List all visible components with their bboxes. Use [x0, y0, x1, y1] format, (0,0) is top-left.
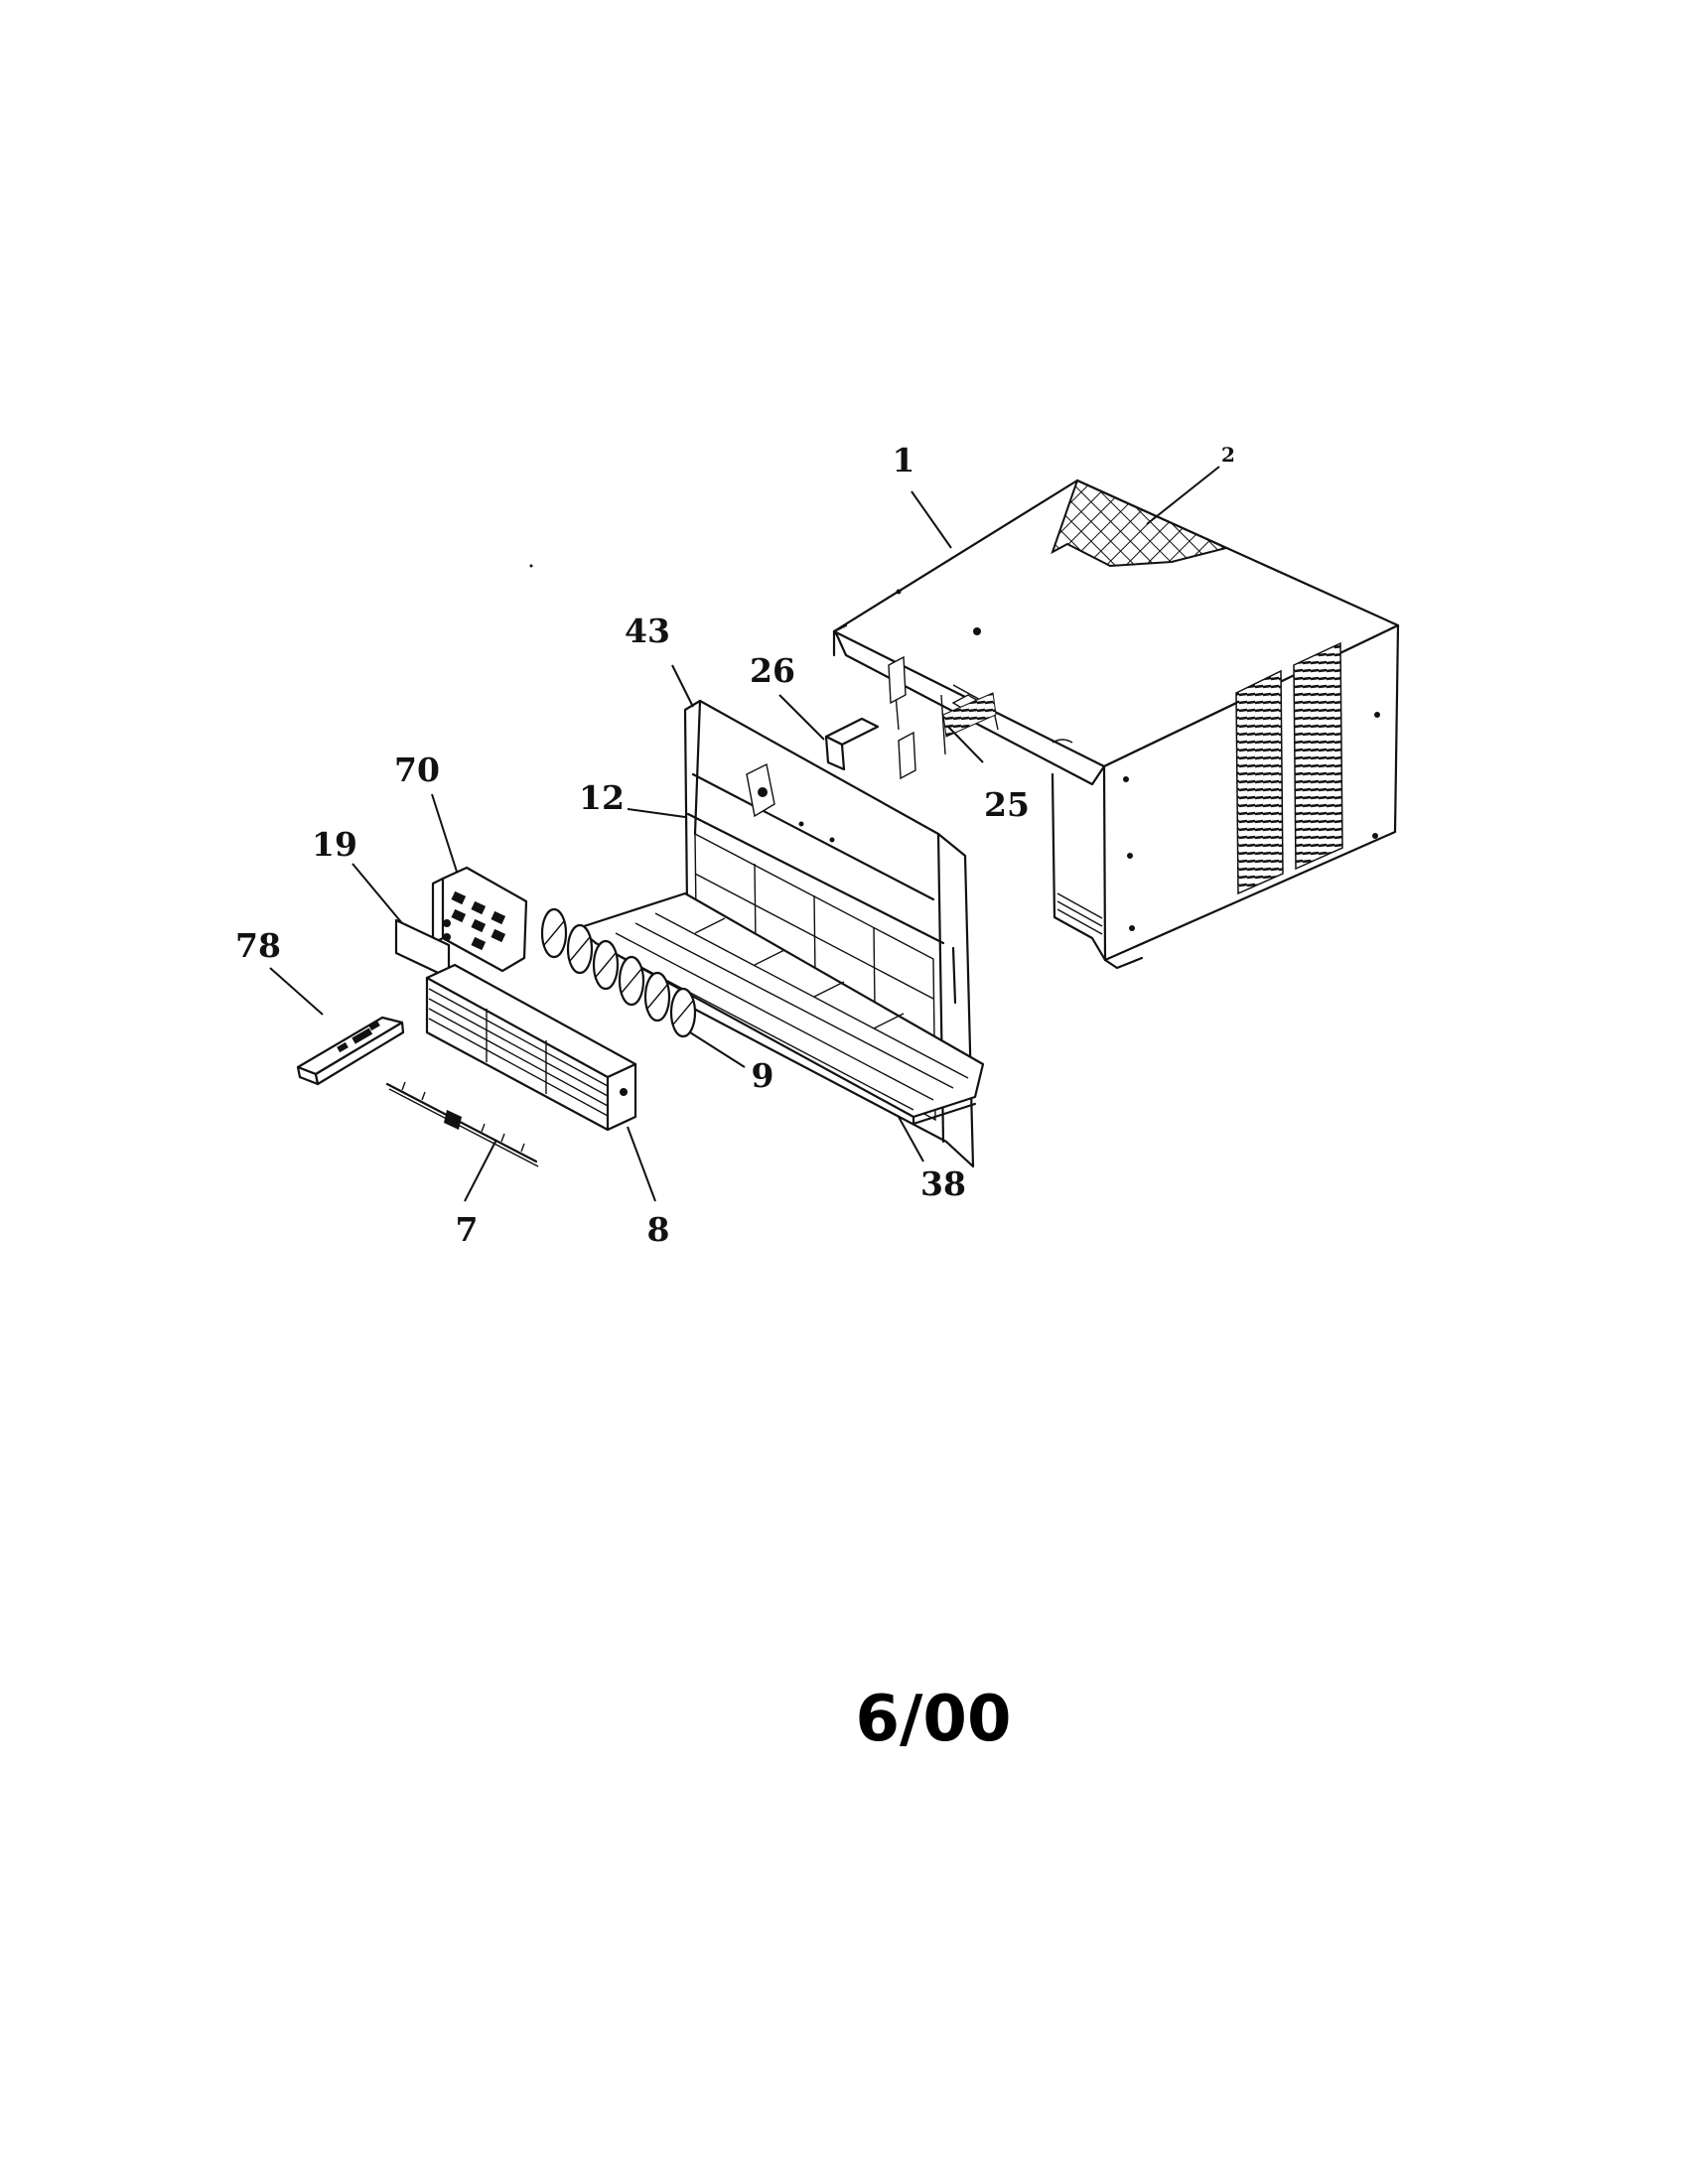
callout-70: 70 [394, 751, 440, 789]
remote-control-part-78 [296, 1016, 405, 1086]
grille-part-8 [425, 963, 637, 1132]
callout-labels: 1 2 43 26 25 12 70 19 78 9 38 7 8 [235, 441, 1235, 1249]
callout-1: 1 [893, 441, 915, 479]
callout-78: 78 [235, 926, 281, 965]
callout-25: 25 [984, 785, 1030, 824]
callout-8: 8 [647, 1210, 670, 1249]
label-part-19 [394, 918, 451, 980]
callout-2: 2 [1221, 443, 1235, 467]
callout-43: 43 [625, 612, 670, 650]
callout-9: 9 [752, 1056, 774, 1095]
callout-26: 26 [750, 651, 795, 690]
tray-part-38 [576, 891, 985, 1126]
grille-part [1051, 478, 1230, 568]
footer-date-code: 6/00 [856, 1683, 1012, 1756]
callout-38: 38 [920, 1164, 966, 1203]
leader-lines [269, 466, 1220, 1202]
bracket-part-26 [824, 717, 880, 771]
linkage-rod-part-7 [385, 1081, 539, 1167]
callout-19: 19 [312, 825, 357, 864]
cabinet-part [832, 478, 1400, 970]
callout-12: 12 [579, 778, 625, 817]
stray-dot [529, 564, 533, 568]
callout-7: 7 [456, 1210, 479, 1249]
control-panel-part-70 [431, 866, 528, 973]
louver-discs-part-9 [540, 907, 697, 1038]
